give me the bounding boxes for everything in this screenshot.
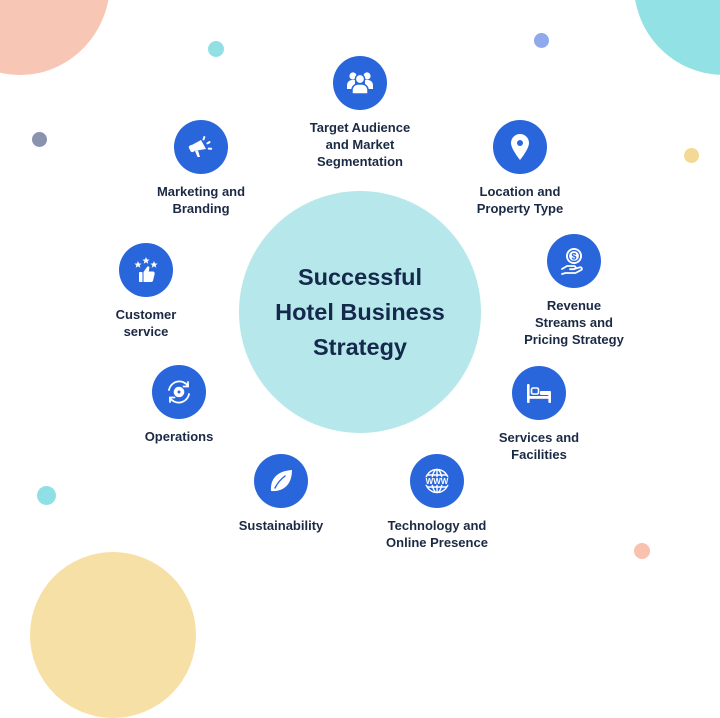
node-revenue: $ Revenue Streams and Pricing Strategy [494,234,654,348]
map-pin-icon [493,120,547,174]
node-services: Services and Facilities [459,366,619,463]
hand-coin-dollar-icon: $ [547,234,601,288]
decor-dot-slate [32,132,47,147]
www-globe-icon: WWW [410,454,464,508]
node-location: Location and Property Type [440,120,600,217]
decor-dot-salmon [634,543,650,559]
decor-dot-blue [534,33,549,48]
decor-blob-peach [0,0,110,75]
node-operations: Operations [99,365,259,445]
center-circle: Successful Hotel Business Strategy [239,191,481,433]
node-target-audience: Target Audience and Market Segmentation [280,56,440,170]
bed-icon [512,366,566,420]
decor-dot-cyan [37,486,56,505]
node-customer-service: Customer service [66,243,226,340]
node-sustainability: Sustainability [201,454,361,534]
decor-dot-yellow [684,148,699,163]
megaphone-icon [174,120,228,174]
node-label: Operations [144,429,214,444]
node-label: Location and Property Type [476,184,564,216]
node-label: Sustainability [238,518,324,533]
decor-blob-yellow [30,552,196,718]
node-label: Services and Facilities [498,430,580,462]
leaf-icon [254,454,308,508]
group-people-icon [333,56,387,110]
diagram-title: Successful Hotel Business Strategy [275,263,445,360]
decor-blob-teal [634,0,720,75]
svg-text:$: $ [571,252,576,262]
gear-cycle-icon [152,365,206,419]
svg-text:WWW: WWW [426,477,449,486]
node-label: Target Audience and Market Segmentation [309,120,411,169]
node-label: Customer service [115,307,177,339]
thumbs-up-stars-icon [119,243,173,297]
node-label: Marketing and Branding [156,184,246,216]
node-label: Technology and Online Presence [386,518,488,550]
decor-dot-teal [208,41,224,57]
node-label: Revenue Streams and Pricing Strategy [524,298,624,347]
node-technology: WWW Technology and Online Presence [357,454,517,551]
node-marketing: Marketing and Branding [121,120,281,217]
